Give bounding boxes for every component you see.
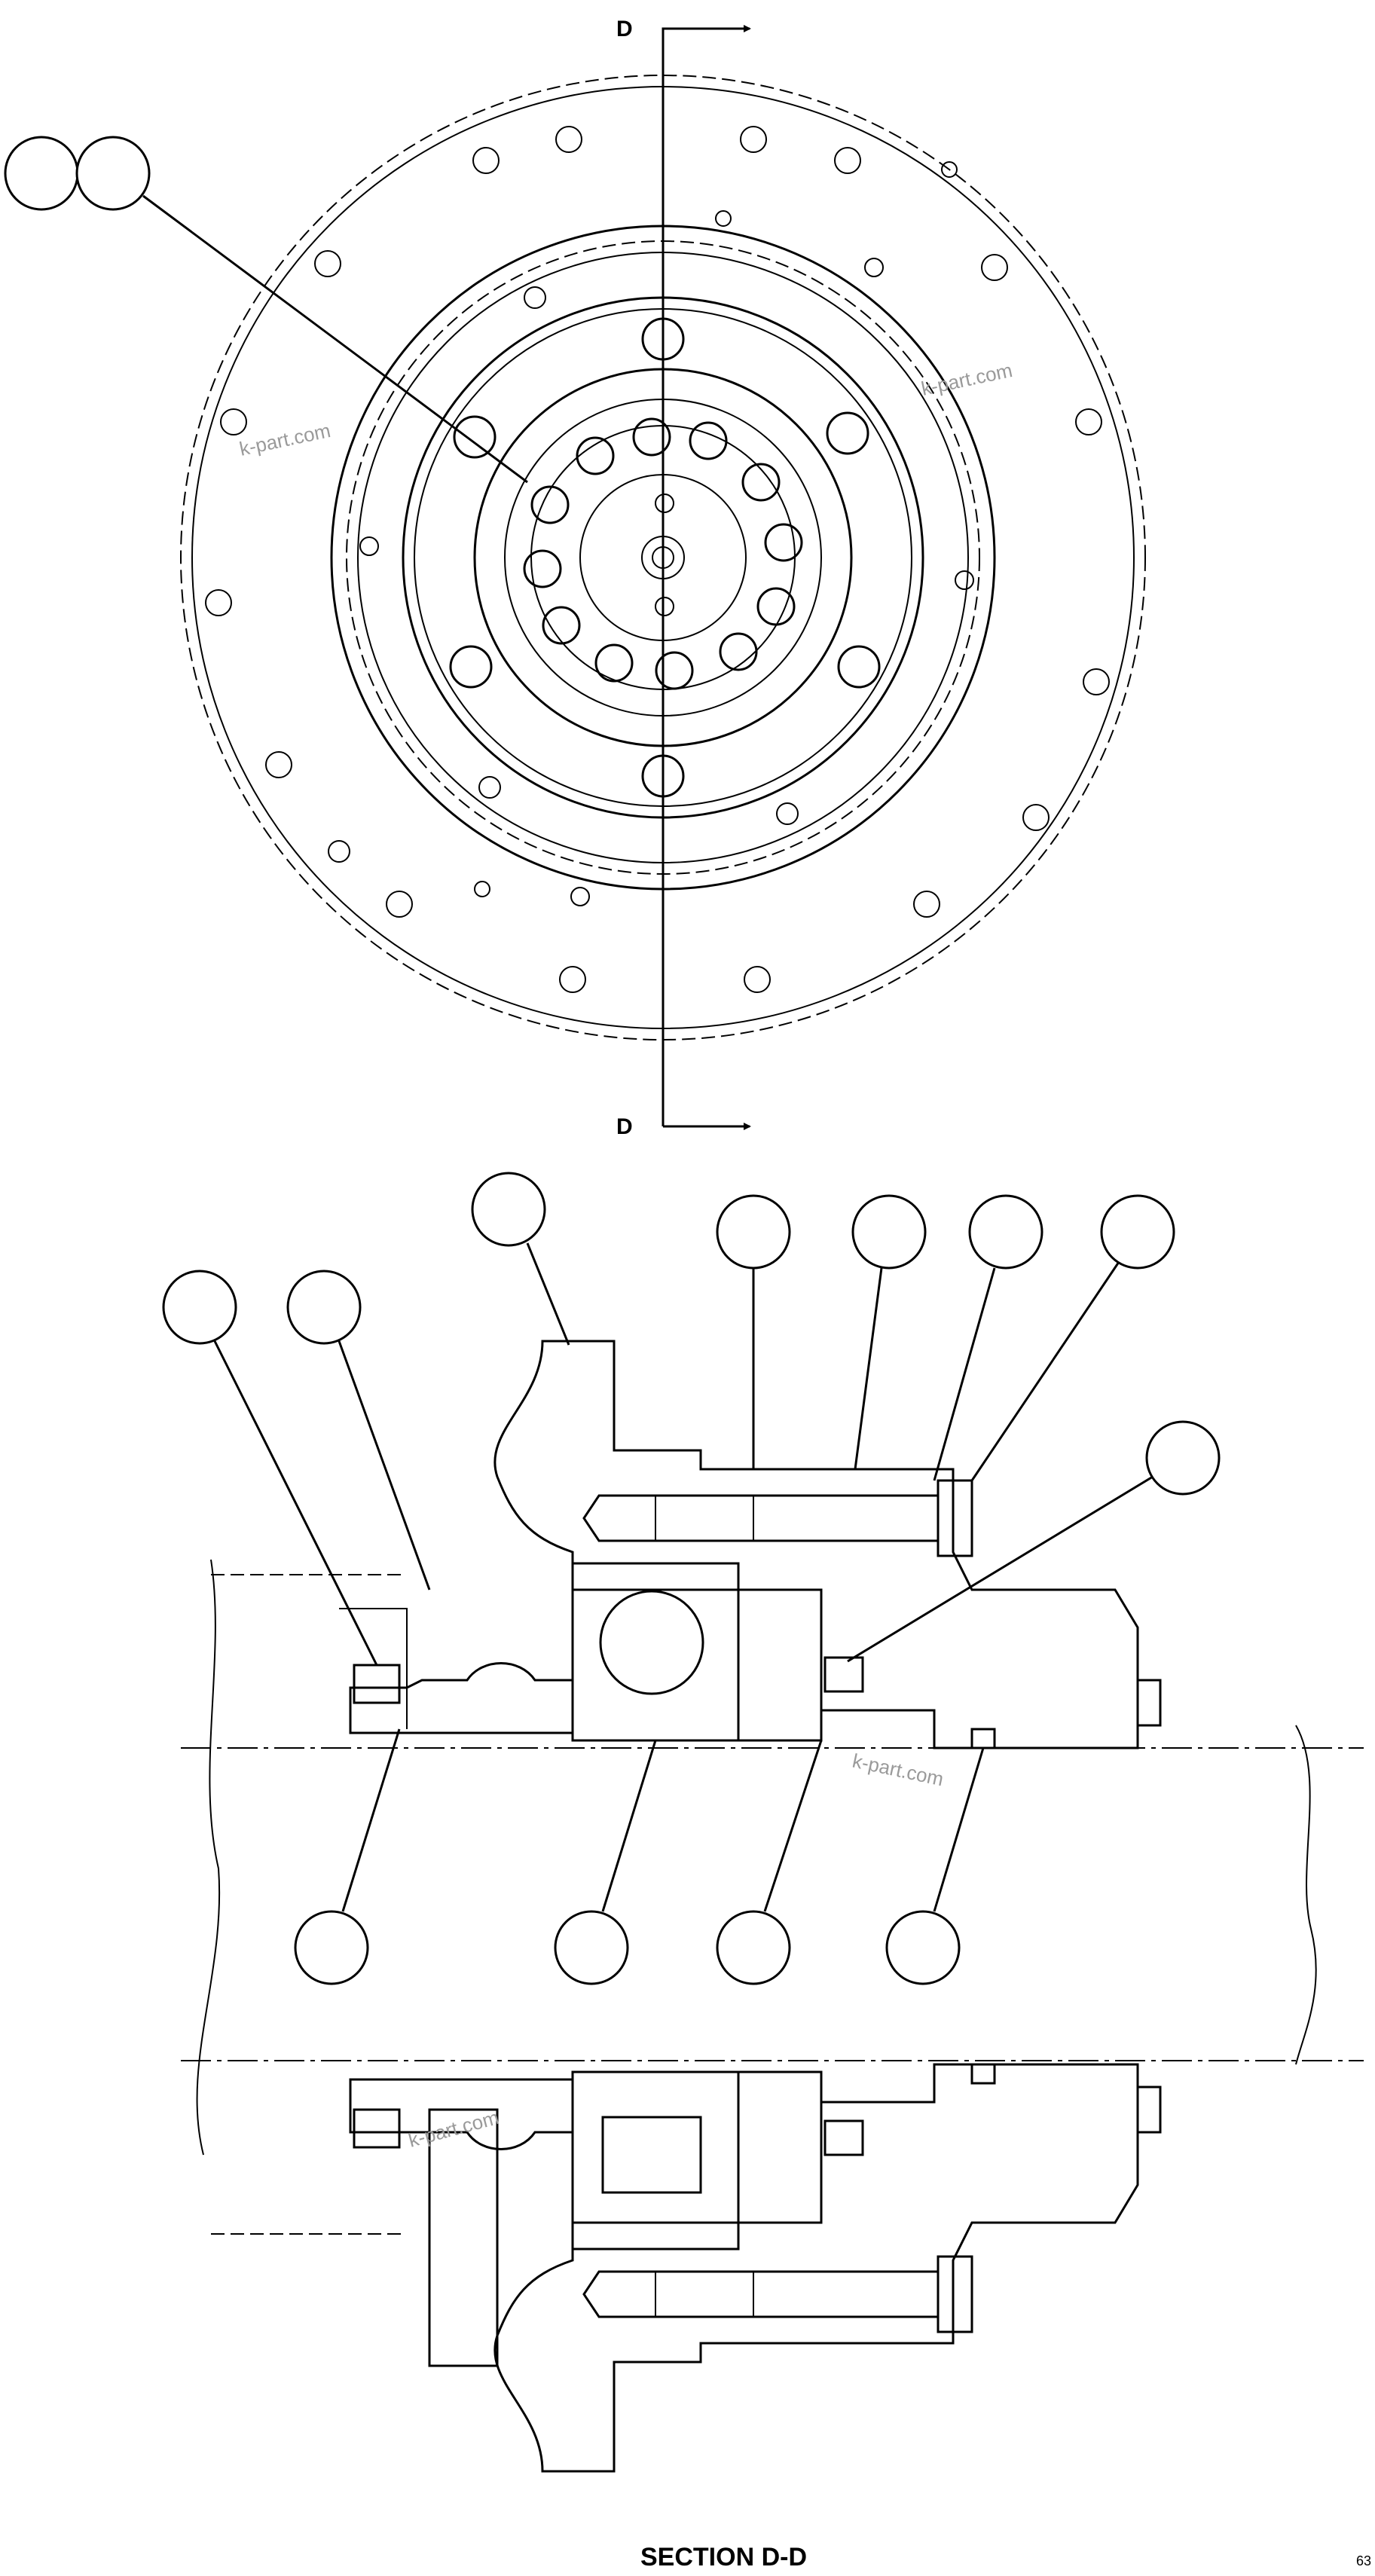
- callout-balloon: [851, 1194, 927, 1270]
- callout-balloon: [968, 1194, 1043, 1270]
- callout-balloon: [75, 136, 151, 211]
- watermark: k-part.com: [851, 1749, 946, 1791]
- callout-balloon: [286, 1270, 362, 1345]
- sheet-reference: 63: [1356, 2553, 1371, 2568]
- section-line-d-d: D D: [616, 17, 751, 1139]
- callout-balloon: [1145, 1420, 1221, 1496]
- callout-balloon: [554, 1910, 629, 1985]
- cap-screws: [523, 417, 803, 690]
- front-view-callouts: [4, 136, 528, 484]
- callout-balloon: [471, 1172, 546, 1247]
- lower-housing: [493, 2063, 1139, 2473]
- callout-balloon: [162, 1270, 237, 1345]
- section-caption: SECTION D-D: [640, 2543, 807, 2571]
- section-view: [181, 1340, 1364, 2473]
- outer-bolt-holes: [205, 126, 1110, 993]
- watermark: k-part.com: [237, 419, 332, 460]
- upper-bolt: [582, 1494, 940, 1542]
- upper-housing: [493, 1340, 1139, 1749]
- callout-balloon: [885, 1910, 961, 1985]
- watermark: k-part.com: [406, 2106, 501, 2152]
- hub-bolts: [449, 317, 881, 798]
- section-letter-bottom: D: [616, 1114, 633, 1139]
- callout-balloon: [716, 1194, 791, 1270]
- callout-balloon: [716, 1910, 791, 1985]
- callout-balloon: [1100, 1194, 1175, 1270]
- middle-bolt-holes: [359, 210, 974, 897]
- lower-bolt: [582, 2270, 940, 2318]
- section-letter-top: D: [616, 17, 633, 41]
- section-callouts: [162, 1172, 1221, 1985]
- callout-balloon: [294, 1910, 369, 1985]
- callout-balloon: [4, 136, 79, 211]
